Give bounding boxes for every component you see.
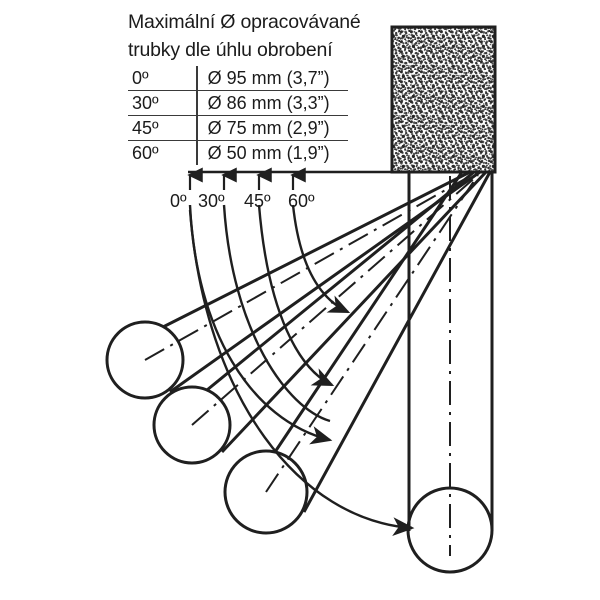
table-row: 0º Ø 95 mm (3,7”)	[128, 66, 348, 91]
max-diameter-table: 0º Ø 95 mm (3,7”) 30º Ø 86 mm (3,3”) 45º…	[128, 66, 348, 165]
angle-scale-labels: 0º 30º 45º 60º	[170, 191, 340, 217]
table-column-divider	[196, 91, 198, 115]
title-line-2: trubky dle úhlu obrobení	[128, 39, 333, 61]
table-row: 45º Ø 75 mm (2,9”)	[128, 116, 348, 141]
table-cell-angle: 30º	[132, 92, 159, 113]
abrasive-grinding-block	[390, 25, 497, 174]
table-column-divider	[196, 66, 198, 90]
table-cell-angle: 0º	[132, 67, 149, 88]
angle-label-30: 30º	[198, 191, 225, 211]
table-cell-diameter: Ø 50 mm (1,9”)	[207, 142, 330, 163]
table-cell-angle: 45º	[132, 117, 159, 138]
angle-tick-arrows	[187, 167, 306, 190]
centerline-30	[265, 174, 479, 493]
tube-30deg	[223, 171, 492, 535]
table-row: 60º Ø 50 mm (1,9”)	[128, 141, 348, 165]
table-column-divider	[196, 141, 198, 165]
title-line-1: Maximální Ø opracovávané	[128, 11, 361, 33]
table-column-divider	[196, 116, 198, 140]
table-row: 30º Ø 86 mm (3,3”)	[128, 91, 348, 116]
tube-0deg	[406, 172, 494, 574]
table-cell-diameter: Ø 95 mm (3,7”)	[207, 67, 330, 88]
angle-label-45: 45º	[244, 191, 271, 211]
page-title: Maximální Ø opracovávané trubky dle úhlu…	[128, 8, 393, 64]
table-cell-diameter: Ø 75 mm (2,9”)	[207, 117, 330, 138]
centerline-45	[191, 174, 479, 426]
table-cell-diameter: Ø 86 mm (3,3”)	[207, 92, 330, 113]
rotation-sweep-arc	[188, 204, 415, 536]
angle-label-0: 0º	[170, 191, 187, 211]
table-cell-angle: 60º	[132, 142, 159, 163]
angle-label-60: 60º	[288, 191, 315, 211]
